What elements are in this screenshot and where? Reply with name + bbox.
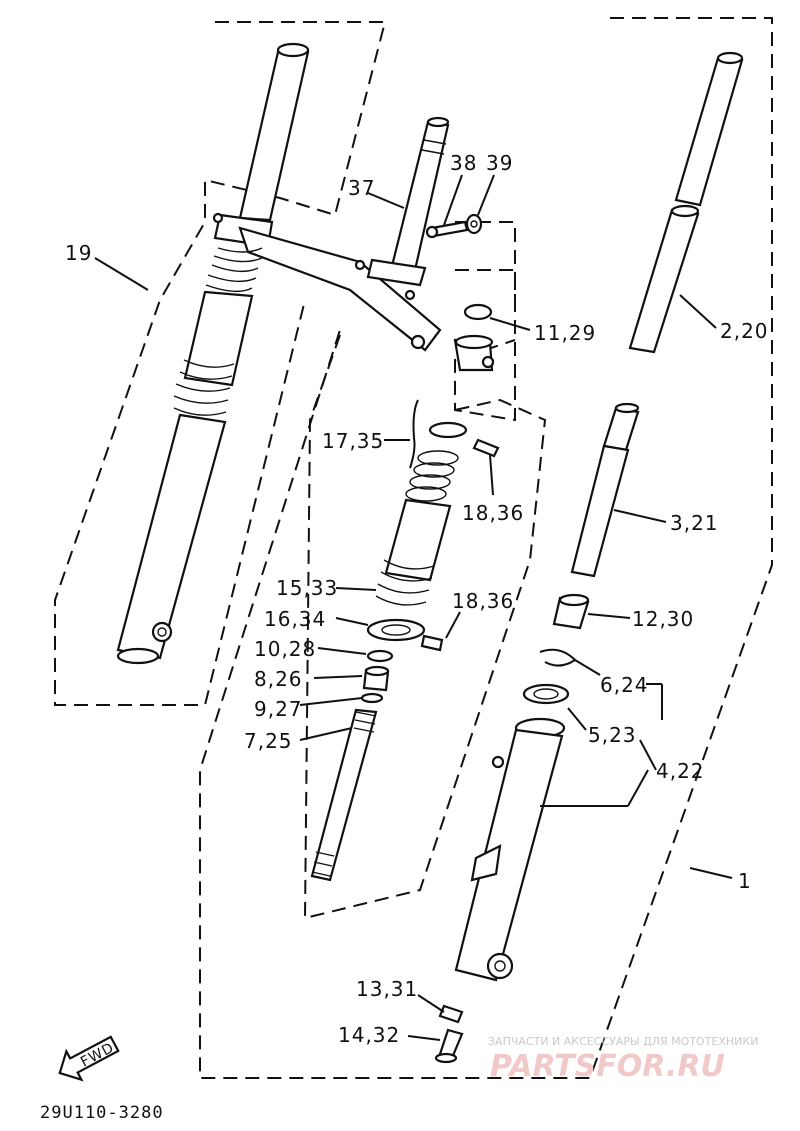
callout-13-31: 13,31 [356,977,418,1001]
stem-top [426,116,450,128]
outline-left-fork-assembly [54,21,387,706]
cap-11-29 [463,303,493,321]
bolt-18-36-upper [472,438,500,458]
left-spring [205,247,263,293]
clip-10-28 [366,649,394,663]
callout-7-25: 7,25 [244,729,293,753]
steering-stem [354,116,450,301]
damper-3-21-body [570,444,630,578]
tube-2-20-top [674,56,744,207]
callout-18-36-upper: 18,36 [462,501,524,525]
ring-upper [428,421,468,439]
callout-2-20: 2,20 [720,319,769,343]
outline-inner-parts [303,334,547,920]
left-tube-bottom [116,647,160,665]
outline-right-fork-assembly [199,17,773,1079]
outline-stem-bracket [454,269,516,422]
callout-12-30: 12,30 [632,607,694,631]
left-fork-assembly [116,42,442,665]
left-outer-tube [116,413,227,660]
callout-37: 37 [348,176,375,200]
callout-5-23: 5,23 [588,723,637,747]
tube-top-end [716,51,744,65]
valve-17-35 [409,399,419,469]
right-fork-assembly [434,51,744,1064]
callout-1: 1 [738,869,752,893]
right-axle-boss [486,952,514,980]
left-boot-ribs [173,359,235,416]
callout-18-36-lower: 18,36 [452,589,514,613]
damper-top [614,402,640,414]
washer-9-27 [360,692,384,704]
seal-inner [533,688,559,700]
bolt-38 [425,220,469,239]
stem-threads [421,139,447,155]
oil-seal-5-23 [522,683,570,705]
washer-13-31 [438,1004,464,1024]
fitting-nut-icon [481,355,495,369]
tube-2-20-bottom [628,208,700,354]
stem-nut-icon [354,259,366,271]
clip-6-24 [539,648,577,667]
damper-rod-coils [311,711,377,877]
bushing-top [364,665,390,677]
drawing-code: 29U110-3280 [40,1103,164,1123]
bolt-18-36-lower [420,634,444,652]
callout-9-27: 9,27 [254,697,303,721]
watermark-line2: PARTSFOR.RU [490,1049,725,1084]
fwd-arrow-icon: FWD [58,1035,120,1082]
outline-bolt-group [455,221,516,300]
inner-boot-ribs [375,559,435,606]
callout-4-22: 4,22 [656,759,705,783]
stem-shaft [390,120,450,272]
leader-lines [94,174,733,1041]
washer-hole [470,220,478,228]
left-inner-tube [238,50,310,222]
collar-16-34 [366,618,426,642]
collar-inner [381,624,411,636]
washer-39 [465,213,483,235]
callout-labels: 19 37 38 39 11,29 2,20 17,35 18,36 3,21 … [65,151,769,1047]
callout-16-34: 16,34 [264,607,326,631]
damper-3-21-head [602,406,640,452]
inner-boot [384,498,452,582]
left-tube-cap [276,42,310,58]
fitting-top [454,334,494,350]
tube-bottom-top [670,204,700,218]
stem-nut-icon [404,289,416,301]
callout-15-33: 15,33 [276,576,338,600]
clamp-bolt-icon [212,212,224,224]
right-axle-hole [494,960,506,972]
left-axle-hole [157,627,167,637]
callout-39: 39 [486,151,513,175]
callout-3-21: 3,21 [670,511,719,535]
callout-14-32: 14,32 [338,1023,400,1047]
outer-tube-bleed-icon [491,755,505,769]
callout-19: 19 [65,241,92,265]
callout-10-28: 10,28 [254,637,316,661]
callout-38: 38 [450,151,477,175]
callout-6-24: 6,24 [600,673,649,697]
inner-spring [405,450,459,502]
callout-8-26: 8,26 [254,667,303,691]
callout-17-35: 17,35 [322,429,384,453]
inner-parts-stack [310,399,500,882]
watermark-line1: ЗАПЧАСТИ И АКСЕССУАРЫ ДЛЯ МОТОТЕХНИКИ [488,1035,758,1048]
outer-tube-4-22 [454,728,564,982]
arm-bolt-icon [410,334,426,350]
damper-rod-7-25 [310,708,378,882]
left-dust-boot [183,290,254,387]
drain-bolt-head [434,1052,458,1064]
bushing-12-top [558,593,590,607]
left-axle-boss [151,621,173,643]
callout-11-29: 11,29 [534,321,596,345]
fender-mount [470,844,502,882]
stem-collar [366,258,427,287]
